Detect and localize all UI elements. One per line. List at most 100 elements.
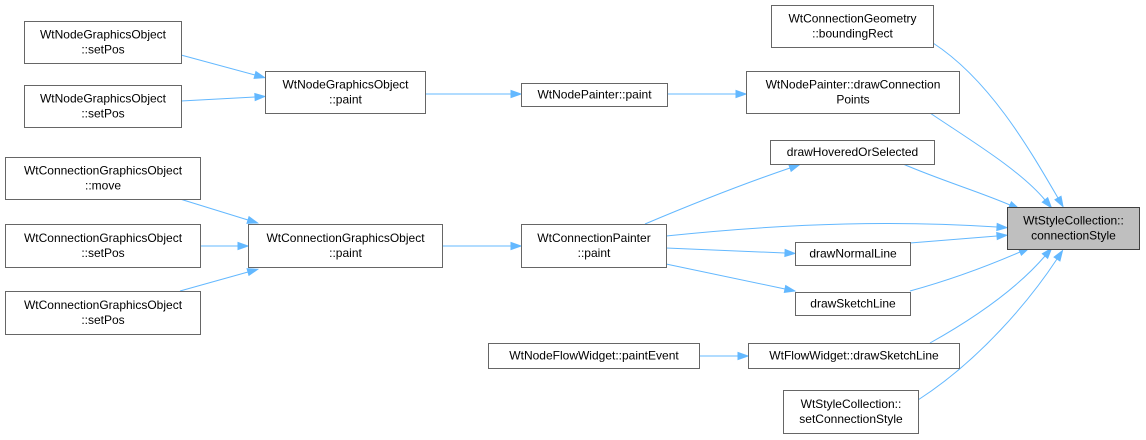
- node-n-cp-paint[interactable]: WtConnectionPainter::paint: [521, 224, 667, 268]
- node-label-line: WtNodeGraphicsObject: [40, 28, 167, 42]
- arrowhead: [510, 241, 523, 251]
- edge-n_ngo_paint-to-n_np_paint: [425, 89, 523, 99]
- node-n-cgo-paint[interactable]: WtConnectionGraphicsObject::paint: [248, 224, 443, 268]
- arrowhead: [784, 248, 797, 258]
- node-label-line: connectionStyle: [1031, 229, 1116, 243]
- node-n-ngo-setpos2[interactable]: WtNodeGraphicsObject::setPos: [24, 85, 182, 128]
- node-n-np-paint[interactable]: WtNodePainter::paint: [521, 83, 668, 107]
- arrowhead: [783, 284, 797, 294]
- edge-n_sc_scs-to-n_target: [917, 249, 1064, 401]
- node-box: [24, 21, 182, 64]
- edge-line: [180, 96, 256, 102]
- node-label-line: WtConnectionPainter: [537, 231, 650, 245]
- arrowhead: [996, 222, 1009, 232]
- node-n-cgo-move[interactable]: WtConnectionGraphicsObject::move: [5, 157, 201, 200]
- arrowhead: [788, 164, 801, 173]
- edge-n_cp_paint-to-n_dnl: [665, 247, 797, 258]
- node-n-dsl[interactable]: drawSketchLine: [795, 292, 911, 316]
- node-n-dnl[interactable]: drawNormalLine: [795, 242, 911, 266]
- node-label-line: Points: [836, 93, 869, 107]
- edge-line: [909, 251, 1021, 292]
- node-label-line: drawSketchLine: [810, 297, 896, 311]
- node-label-line: WtFlowWidget::drawSketchLine: [769, 349, 939, 363]
- edge-n_np_paint-to-n_np_dcp: [667, 89, 748, 99]
- node-label-line: WtConnectionGeometry: [788, 12, 916, 26]
- node-box: [746, 71, 960, 114]
- node-label-line: WtConnectionGraphicsObject: [24, 164, 183, 178]
- arrowhead: [737, 351, 750, 361]
- edge-n_ngo_setpos2-to-n_ngo_paint: [180, 92, 267, 102]
- node-label-line: WtNodeFlowWidget::paintEvent: [509, 349, 679, 363]
- node-label-line: ::paint: [329, 246, 362, 260]
- node-n-fw-dsl[interactable]: WtFlowWidget::drawSketchLine: [748, 343, 960, 369]
- edges-layer: [179, 42, 1064, 401]
- node-label-line: ::setPos: [81, 246, 124, 260]
- node-n-cgo-setpos1[interactable]: WtConnectionGraphicsObject::setPos: [5, 224, 201, 268]
- node-n-sc-scs[interactable]: WtStyleCollection::setConnectionStyle: [783, 390, 919, 434]
- arrowhead: [246, 268, 260, 277]
- node-n-geom[interactable]: WtConnectionGeometry::boundingRect: [771, 5, 934, 48]
- node-label-line: ::move: [85, 179, 121, 193]
- edge-line: [932, 42, 1059, 199]
- node-label-line: ::setPos: [81, 43, 124, 57]
- edge-line: [644, 167, 791, 225]
- edge-line: [665, 263, 786, 290]
- node-box: [783, 390, 919, 434]
- arrowhead: [1041, 247, 1053, 260]
- node-box: [5, 157, 201, 200]
- arrowhead: [1053, 249, 1064, 262]
- edge-n_nfw_pe-to-n_fw_dsl: [699, 351, 750, 361]
- node-box: [24, 85, 182, 128]
- node-box: [488, 343, 700, 369]
- edge-line: [909, 235, 998, 244]
- edge-n_dsl-to-n_target: [909, 247, 1031, 292]
- edge-line: [902, 163, 1011, 206]
- node-label-line: ::paint: [578, 246, 611, 260]
- node-box: [795, 242, 911, 266]
- edge-n_cgo_paint-to-n_cp_paint: [442, 241, 523, 251]
- node-label-line: setConnectionStyle: [799, 412, 903, 426]
- arrowhead: [735, 89, 748, 99]
- arrowhead: [510, 89, 523, 99]
- node-box: [5, 291, 201, 335]
- edge-n_cp_paint-to-n_target: [665, 222, 1009, 237]
- node-label-line: WtNodeGraphicsObject: [40, 92, 167, 106]
- node-label-line: WtConnectionGraphicsObject: [266, 231, 425, 245]
- node-label-line: ::setPos: [81, 313, 124, 327]
- edge-n_dhos-to-n_target: [902, 163, 1021, 210]
- node-n-ngo-setpos1[interactable]: WtNodeGraphicsObject::setPos: [24, 21, 182, 64]
- node-box: [248, 224, 443, 268]
- node-n-dhos[interactable]: drawHoveredOrSelected: [770, 140, 935, 165]
- node-box: [795, 292, 911, 316]
- nodes-layer: WtConnectionGeometry::boundingRectWtNode…: [5, 5, 1140, 434]
- node-label-line: WtNodeGraphicsObject: [282, 78, 409, 92]
- edge-n_cgo_move-to-n_cgo_paint: [179, 198, 260, 224]
- node-label-line: WtConnectionGraphicsObject: [24, 231, 183, 245]
- edge-n_cgo_setpos1-to-n_cgo_paint: [200, 241, 250, 251]
- edge-line: [929, 255, 1046, 344]
- node-label-line: WtConnectionGraphicsObject: [24, 298, 183, 312]
- edge-n_ngo_setpos1-to-n_ngo_paint: [180, 54, 267, 79]
- node-box: [265, 71, 426, 114]
- edge-line: [179, 271, 249, 292]
- node-label-line: WtStyleCollection::: [801, 397, 902, 411]
- node-n-nfw-pe[interactable]: WtNodeFlowWidget::paintEvent: [488, 343, 700, 369]
- arrowhead: [1054, 195, 1064, 208]
- edge-n_cp_paint-to-n_dhos: [644, 164, 801, 225]
- node-label-line: drawHoveredOrSelected: [787, 145, 918, 159]
- node-n-ngo-paint[interactable]: WtNodeGraphicsObject::paint: [265, 71, 426, 114]
- node-box: [521, 224, 667, 268]
- node-label-line: WtStyleCollection::: [1023, 214, 1124, 228]
- edge-n_dnl-to-n_target: [909, 231, 1009, 244]
- arrowhead: [254, 92, 267, 102]
- node-label-line: WtNodePainter::paint: [537, 88, 652, 102]
- node-n-cgo-setpos2[interactable]: WtConnectionGraphicsObject::setPos: [5, 291, 201, 335]
- edge-line: [929, 112, 1046, 201]
- node-n-target[interactable]: WtStyleCollection::connectionStyle: [1007, 207, 1140, 250]
- node-box: [1007, 207, 1140, 250]
- node-label-line: ::boundingRect: [812, 27, 893, 41]
- node-label-line: ::setPos: [81, 107, 124, 121]
- edge-n_geom-to-n_target: [932, 42, 1064, 208]
- node-label-line: ::paint: [329, 93, 362, 107]
